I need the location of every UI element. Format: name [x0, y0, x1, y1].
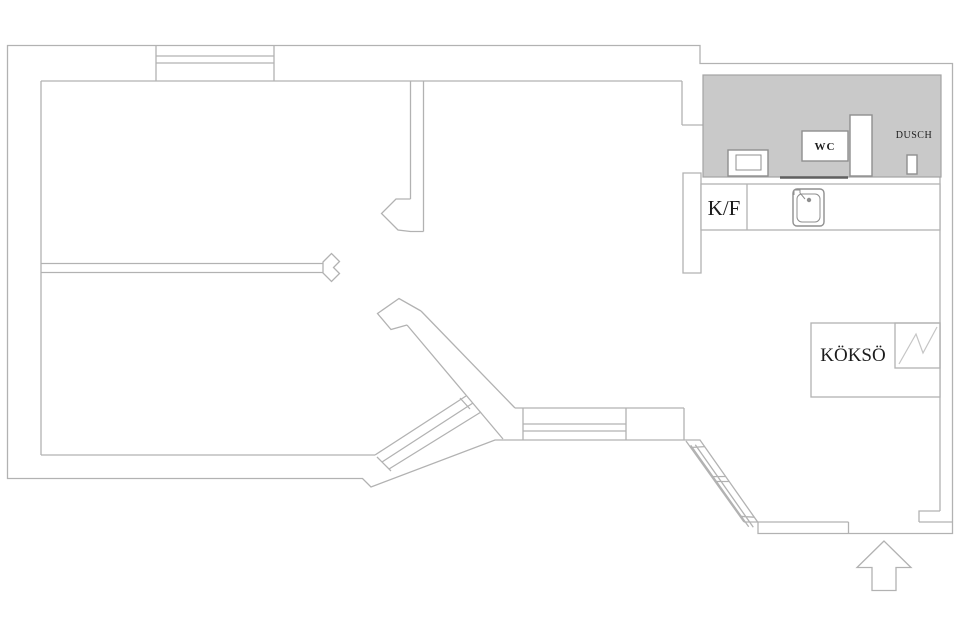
kf-label: K/F [708, 196, 741, 220]
stove-cell [894, 322, 941, 369]
island-outline [810, 322, 941, 398]
shower-divider [849, 114, 873, 177]
diagonal-hall-wall [406, 310, 516, 440]
bathroom: WC DUSCH [702, 74, 942, 179]
kitchen-counter: K/F [700, 183, 941, 231]
bottom-inner-wall [744, 510, 952, 534]
wc-label-box: WC [801, 130, 849, 162]
top-window-symbol [155, 45, 275, 81]
door-stop-diamond [322, 252, 341, 283]
kitchen-wall-stub [682, 172, 702, 274]
left-rooms-divider-wall [41, 262, 323, 274]
wc-label: WC [815, 141, 836, 153]
hall-right-wall [681, 81, 703, 126]
kokso-label: KÖKSÖ [820, 345, 885, 366]
kitchen-island: KÖKSÖ [810, 322, 941, 398]
window-symbols [155, 45, 754, 528]
toilet-icon [727, 149, 769, 177]
diagonal-door-stop [376, 297, 422, 331]
stove-zigzag-icon [898, 326, 938, 365]
door-jamb-hook [380, 198, 424, 233]
upper-rooms-divider-wall [409, 81, 425, 232]
diagonal-sw-window-symbol [374, 395, 482, 472]
shower-screen [906, 154, 918, 175]
dusch-label: DUSCH [896, 130, 932, 141]
south-window-symbol [522, 408, 627, 440]
south-wall [515, 407, 685, 440]
kitchen-sink-icon [792, 188, 825, 227]
entrance-arrow-icon [855, 540, 913, 592]
diagonal-se-window-symbol [685, 440, 754, 528]
